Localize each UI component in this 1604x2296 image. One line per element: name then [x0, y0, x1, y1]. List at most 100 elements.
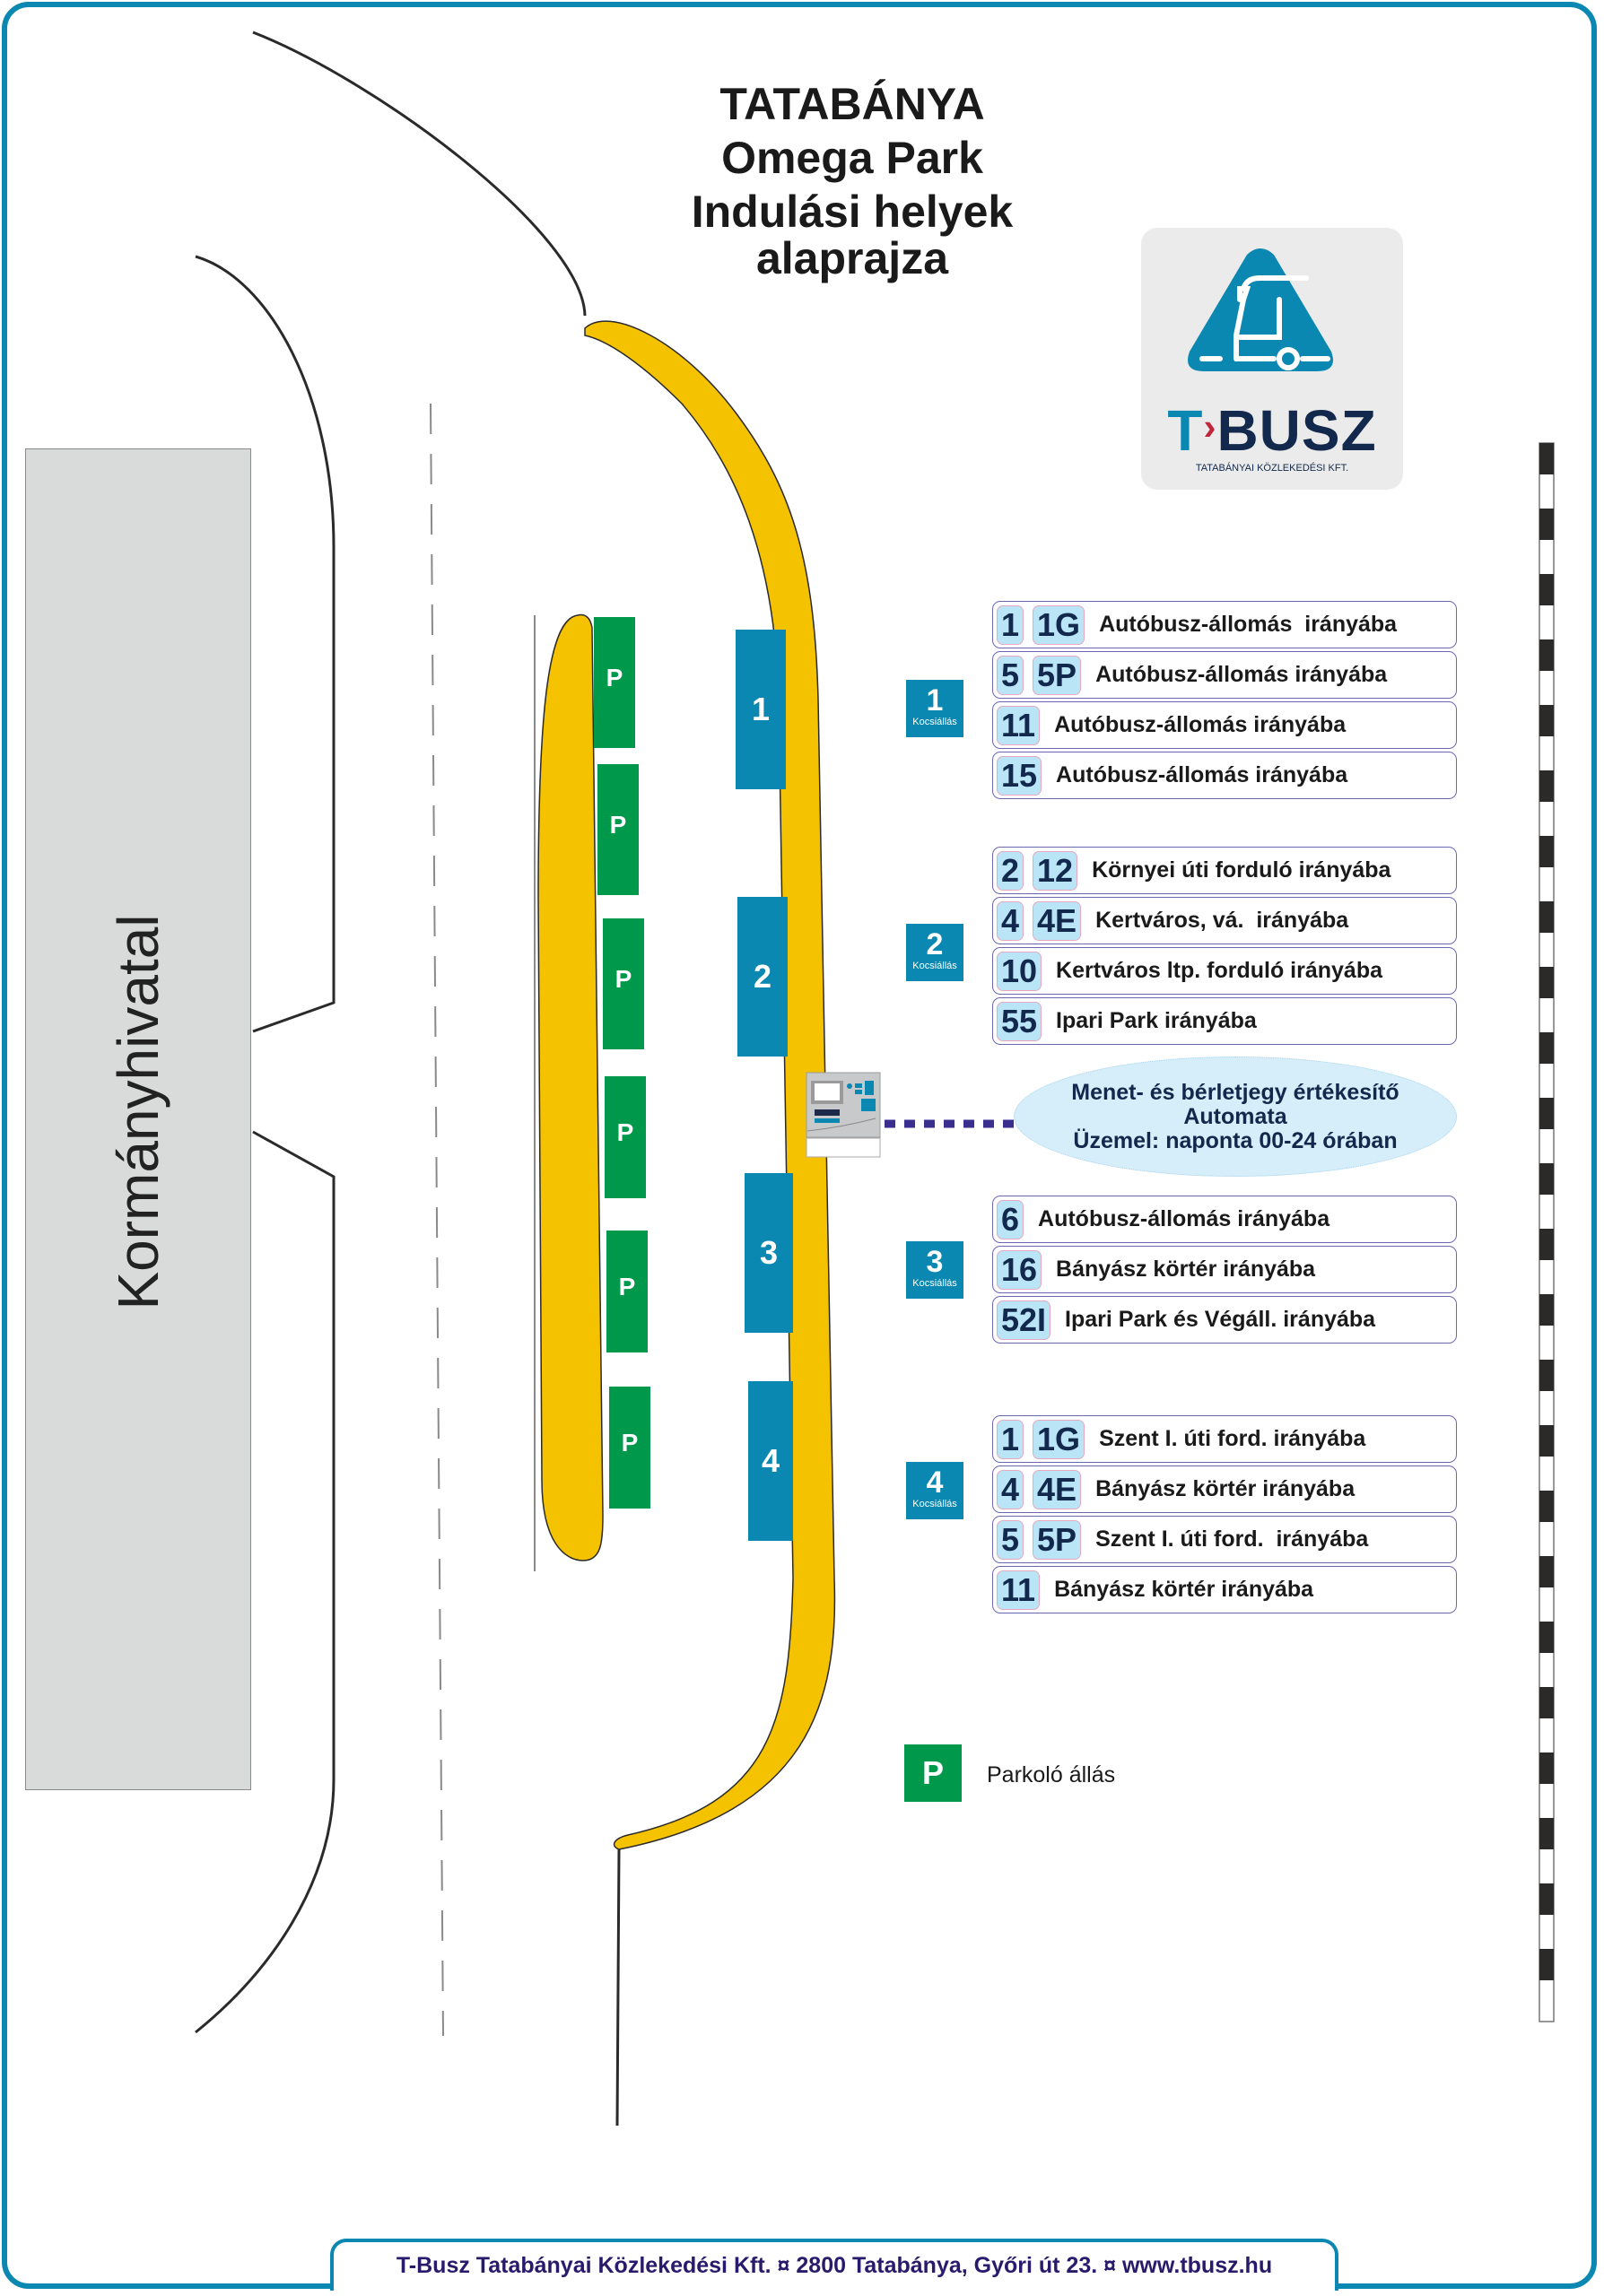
railway-stripe [1539, 443, 1554, 474]
route-row: 11 Bányász körtér irányába [992, 1566, 1457, 1613]
bus-triangle-icon [1188, 248, 1333, 371]
route-badge: 5P [1033, 655, 1082, 695]
route-badge: 6 [997, 1199, 1024, 1239]
route-destination: Kertváros ltp. forduló irányába [1056, 958, 1383, 983]
route-badge: 5 [997, 1519, 1024, 1560]
railway-stripe [1539, 1163, 1554, 1195]
railway-stripe [1539, 1622, 1554, 1653]
route-row: 11 Autóbusz-állomás irányába [992, 701, 1457, 749]
parking-bay: P [609, 1387, 650, 1509]
chevron-right-icon: › [1203, 405, 1217, 448]
route-badge: 55 [997, 1001, 1042, 1041]
route-badge: 1 [997, 604, 1024, 645]
route-destination: Ipari Park és Végáll. irányába [1065, 1307, 1376, 1332]
railway-stripe [1539, 1032, 1554, 1064]
route-badge: 12 [1033, 850, 1078, 891]
railway-stripe [1539, 705, 1554, 736]
route-badge: 4 [997, 900, 1024, 941]
route-badge: 52I [997, 1300, 1051, 1340]
route-badge: 5 [997, 655, 1024, 695]
railway-stripe [1539, 1556, 1554, 1587]
title-subtitle: Indulási helyek [691, 187, 1014, 237]
title-subtitle-2: alaprajza [755, 233, 948, 283]
parking-legend-icon: P [904, 1744, 962, 1802]
road-curb-bottom [615, 1848, 621, 2126]
logo-wordmark: T›BUSZ [1167, 398, 1377, 463]
railway-stripe [1539, 1425, 1554, 1457]
railway-stripe [1539, 1360, 1554, 1391]
island-platform [537, 613, 604, 1561]
map-stand-4: 4 [748, 1381, 793, 1541]
building-label: Kormányhivatal [106, 914, 170, 1310]
railway-stripe [1539, 1491, 1554, 1522]
map-stand-3: 3 [745, 1173, 793, 1333]
railway-stripe [1539, 1949, 1554, 1980]
railway-stripe [1539, 836, 1554, 867]
route-destination: Környei úti forduló irányába [1092, 857, 1391, 883]
lane-centerline [430, 403, 444, 2037]
railway-stripe [1539, 1294, 1554, 1326]
route-destination: Szent I. úti ford. irányába [1095, 1526, 1369, 1552]
route-badge: 5P [1033, 1519, 1082, 1560]
route-badge: 1G [1033, 1419, 1085, 1459]
railway-stripe [1539, 1752, 1554, 1784]
logo-subtitle: TATABÁNYAI KÖZLEKEDÉSI KFT. [1195, 463, 1349, 474]
railway-stripes [1539, 443, 1554, 1980]
railway-stripe [1539, 1687, 1554, 1718]
route-badge: 2 [997, 850, 1024, 891]
route-destination: Bányász körtér irányába [1054, 1577, 1314, 1602]
route-destination: Autóbusz-állomás irányába [1095, 662, 1388, 687]
parking-legend-label: Parkoló állás [987, 1762, 1116, 1787]
route-badge: 4 [997, 1469, 1024, 1509]
route-badge: 1G [1033, 604, 1085, 645]
route-badge: 11 [997, 1570, 1041, 1610]
ticket-machine-info: Menet- és bérletjegy értékesítő Automata… [1014, 1057, 1457, 1177]
railway-stripe [1539, 1818, 1554, 1849]
railway-stripe [1539, 770, 1554, 802]
route-badge: 11 [997, 705, 1041, 745]
route-row: 52I Ipari Park és Végáll. irányába [992, 1296, 1457, 1344]
route-badge: 1 [997, 1419, 1024, 1459]
railway-stripe [1539, 901, 1554, 933]
building-kormanyhivatal [25, 448, 251, 1790]
parking-bay: P [603, 918, 644, 1049]
ticket-machine-icon [806, 1072, 881, 1158]
stand-badge-2: 2 Kocsiállás [906, 924, 963, 981]
route-badge: 10 [997, 951, 1042, 991]
route-destination: Szent I. úti ford. irányába [1099, 1426, 1366, 1451]
railway-stripe [1539, 967, 1554, 998]
railway-stripe [1539, 639, 1554, 671]
parking-bay: P [605, 1076, 646, 1198]
railway-stripe [1539, 574, 1554, 605]
parking-bay: P [606, 1231, 648, 1352]
map-stand-1: 1 [736, 630, 786, 789]
road-curb-left-upper [195, 255, 336, 1033]
stand-badge-4: 4 Kocsiállás [906, 1462, 963, 1519]
route-destination: Autóbusz-állomás irányába [1054, 712, 1347, 737]
road-curb-left-lower [195, 1130, 336, 2034]
route-destination: Kertváros, vá. irányába [1095, 908, 1349, 933]
parking-bay: P [597, 764, 639, 895]
route-destination: Autóbusz-állomás irányába [1099, 612, 1398, 637]
railway-stripe [1539, 1229, 1554, 1260]
railway-stripe [1539, 509, 1554, 540]
parking-bay: P [594, 617, 635, 748]
title-city: TATABÁNYA [719, 79, 985, 129]
road-curb-top [252, 30, 587, 317]
route-badge: 4E [1033, 900, 1082, 941]
route-destination: Bányász körtér irányába [1056, 1257, 1316, 1282]
route-destination: Bányász körtér irányába [1095, 1476, 1356, 1501]
